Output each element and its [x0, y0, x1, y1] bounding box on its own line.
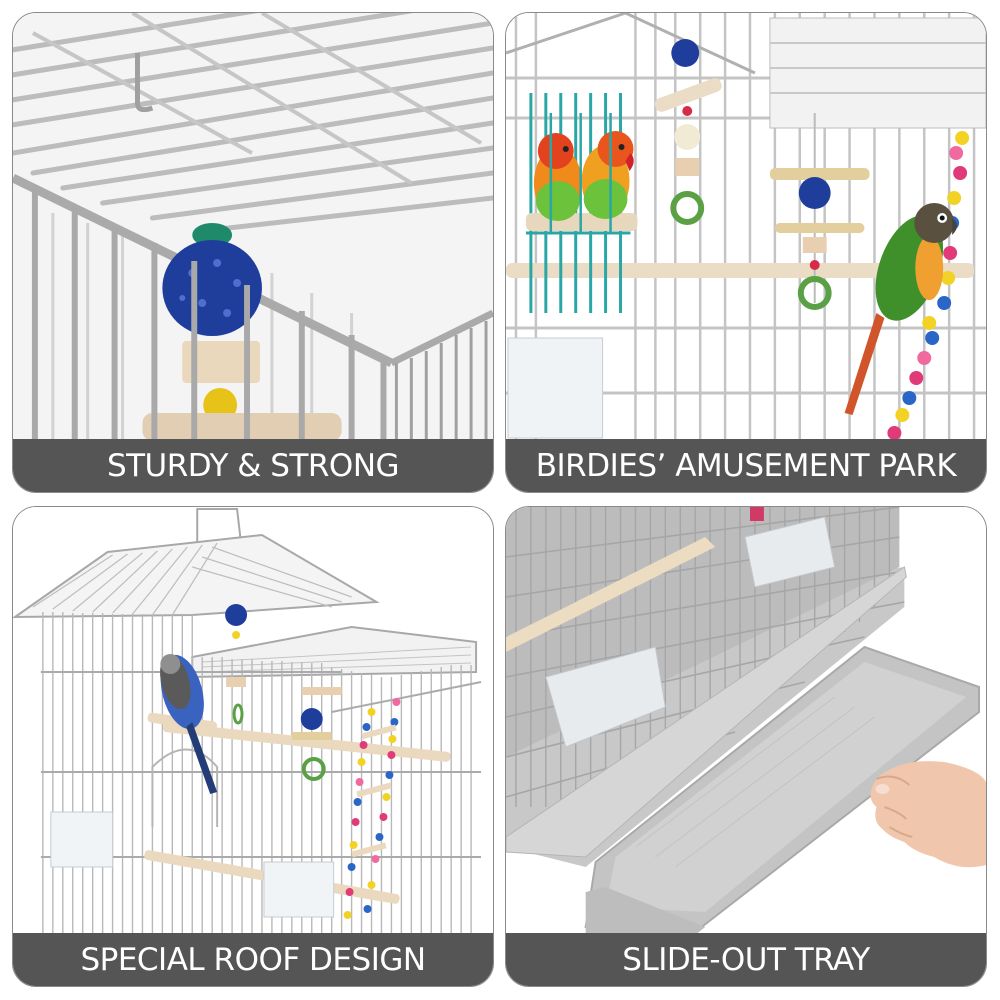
feature-panel-roof: SPECIAL ROOF DESIGN: [12, 506, 494, 987]
feature-panel-tray: SLIDE-OUT TRAY: [505, 506, 987, 987]
product-image-full-cage: [13, 507, 493, 935]
product-image-tray: [506, 507, 986, 935]
product-image-cage-interior: [506, 13, 986, 441]
caption-amusement: BIRDIES’ AMUSEMENT PARK: [506, 439, 986, 492]
feature-panel-sturdy: STURDY & STRONG: [12, 12, 494, 493]
caption-sturdy: STURDY & STRONG: [13, 439, 493, 492]
caption-roof: SPECIAL ROOF DESIGN: [13, 933, 493, 986]
product-image-cage-closeup: [13, 13, 493, 441]
feature-panel-amusement: BIRDIES’ AMUSEMENT PARK: [505, 12, 987, 493]
caption-tray: SLIDE-OUT TRAY: [506, 933, 986, 986]
